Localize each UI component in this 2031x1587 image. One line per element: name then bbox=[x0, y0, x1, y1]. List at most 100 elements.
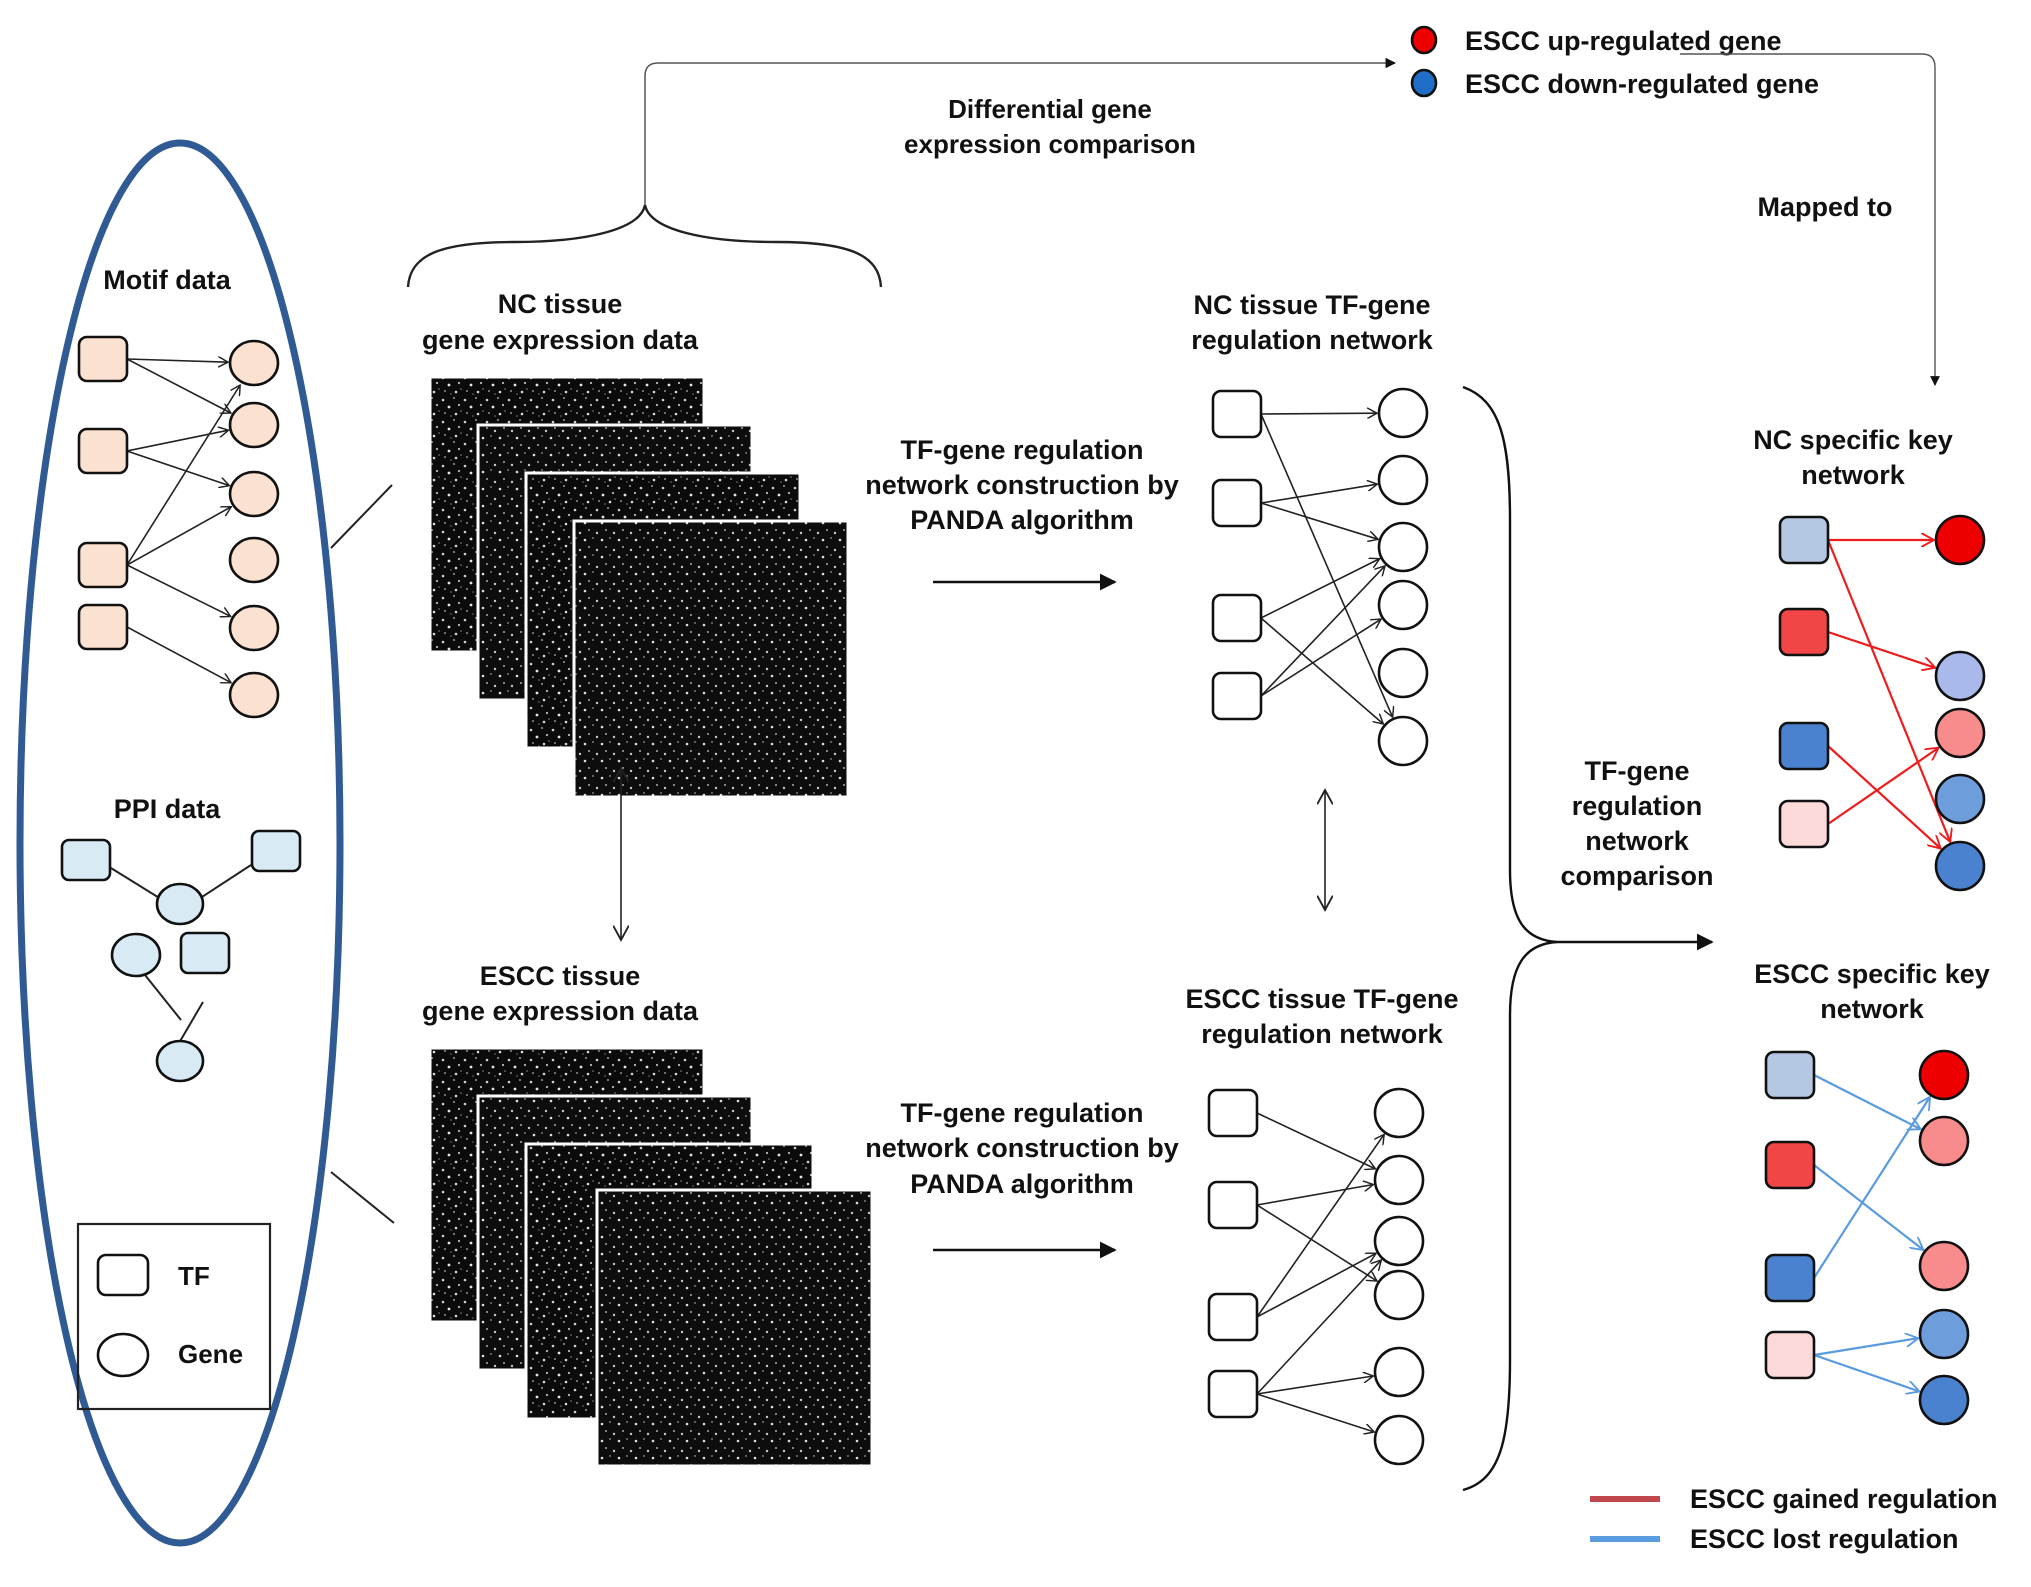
gene-node bbox=[1377, 387, 1429, 439]
node-legend-box bbox=[76, 1222, 272, 1411]
tf-node bbox=[1211, 478, 1263, 528]
gene-node bbox=[1934, 707, 1986, 759]
nc-key-title-line2: network bbox=[1801, 460, 1906, 490]
lost-regulation-edge bbox=[1813, 1164, 1923, 1250]
gene-node bbox=[1918, 1240, 1970, 1292]
escc-edge bbox=[1256, 1185, 1373, 1206]
motif-edge bbox=[126, 385, 240, 566]
tf-node bbox=[1778, 607, 1830, 657]
escc-key-title-line2: network bbox=[1820, 994, 1925, 1024]
gene-node bbox=[1918, 1049, 1970, 1101]
down-regulated-dot-icon bbox=[1410, 68, 1438, 98]
ppi-gene-node bbox=[110, 932, 162, 978]
gene-node bbox=[1373, 1087, 1425, 1139]
gene-node bbox=[1377, 647, 1429, 699]
escc-network-title-line2: regulation network bbox=[1201, 1019, 1444, 1049]
lost-regulation-label: ESCC lost regulation bbox=[1690, 1524, 1959, 1554]
ppi-data-label: PPI data bbox=[114, 794, 222, 824]
mapped-to-arrow bbox=[1680, 53, 1940, 386]
comparison-label-line4: comparison bbox=[1560, 861, 1713, 891]
motif-edge bbox=[126, 564, 231, 616]
nc-edge bbox=[1260, 619, 1381, 697]
motif-edge bbox=[126, 626, 231, 683]
gene-regulation-legend: ESCC up-regulated gene ESCC down-regulat… bbox=[1410, 25, 1819, 99]
nc-expression-brace bbox=[406, 204, 647, 288]
tf-node bbox=[1764, 1330, 1816, 1380]
nc-specific-key-network bbox=[1778, 514, 1986, 892]
tf-node bbox=[1764, 1140, 1816, 1190]
comparison-label-line1: TF-gene bbox=[1585, 756, 1690, 786]
ppi-gene-node bbox=[155, 882, 205, 926]
motif-edge bbox=[126, 507, 231, 566]
gene-node bbox=[228, 604, 280, 652]
motif-data-label: Motif data bbox=[103, 265, 231, 295]
tf-node bbox=[1764, 1050, 1816, 1100]
gene-node bbox=[1377, 579, 1429, 631]
lost-regulation-edge bbox=[1813, 1353, 1919, 1391]
gene-node bbox=[1918, 1374, 1970, 1426]
escc-edge bbox=[1256, 1393, 1374, 1432]
gained-regulation-edge bbox=[1827, 630, 1935, 668]
tf-node bbox=[1211, 671, 1263, 721]
gene-node bbox=[228, 339, 280, 387]
mapped-to-label: Mapped to bbox=[1758, 192, 1893, 222]
nc-network-title-line2: regulation network bbox=[1191, 325, 1434, 355]
tf-legend-label: TF bbox=[178, 1261, 210, 1291]
gene-node bbox=[1918, 1115, 1970, 1167]
escc-network-title-line1: ESCC tissue TF-gene bbox=[1185, 984, 1458, 1014]
ppi-tf-node bbox=[60, 838, 112, 882]
up-regulated-dot-icon bbox=[1410, 25, 1438, 55]
nc-edge bbox=[1260, 617, 1383, 724]
tf-node bbox=[1778, 515, 1830, 565]
motif-edge bbox=[126, 450, 229, 486]
gene-node bbox=[1373, 1414, 1425, 1466]
node-type-legend: TF Gene bbox=[76, 1222, 272, 1411]
gene-legend-label: Gene bbox=[178, 1339, 243, 1369]
gene-node bbox=[228, 536, 280, 584]
escc-edge bbox=[1256, 1260, 1381, 1395]
motif-edge bbox=[126, 359, 228, 362]
nc-edge bbox=[1260, 484, 1377, 504]
tf-node bbox=[1207, 1369, 1259, 1419]
nc-edge bbox=[1260, 566, 1385, 697]
gene-node bbox=[228, 671, 280, 719]
ppi-edge bbox=[178, 1001, 204, 1044]
escc-specific-key-network bbox=[1764, 1049, 1970, 1426]
microarray-image bbox=[572, 519, 850, 799]
up-regulated-label: ESCC up-regulated gene bbox=[1465, 26, 1782, 56]
panda-bottom-line3: PANDA algorithm bbox=[910, 1169, 1134, 1199]
ppi-gene-node bbox=[155, 1039, 205, 1083]
differential-expression-flow: Differential gene expression comparison bbox=[406, 57, 1397, 288]
gene-node bbox=[1377, 454, 1429, 506]
gene-node bbox=[1934, 650, 1986, 702]
differential-label-line2: expression comparison bbox=[904, 129, 1196, 159]
panda-bottom-line2: network construction by bbox=[865, 1133, 1179, 1163]
gained-regulation-edge bbox=[1827, 748, 1939, 825]
panda-top-line2: network construction by bbox=[865, 470, 1179, 500]
nc-edge bbox=[1260, 413, 1377, 414]
gained-regulation-edge bbox=[1827, 745, 1941, 849]
lost-regulation-edge bbox=[1813, 1338, 1918, 1357]
escc-key-title-line1: ESCC specific key bbox=[1754, 959, 1990, 989]
escc-edge bbox=[1256, 1376, 1373, 1395]
input-data-ellipse bbox=[16, 139, 344, 1547]
gene-node bbox=[1373, 1269, 1425, 1321]
tf-node bbox=[1778, 721, 1830, 771]
down-regulated-label: ESCC down-regulated gene bbox=[1465, 69, 1819, 99]
nc-edge bbox=[1260, 413, 1393, 717]
tf-node bbox=[1778, 799, 1830, 849]
nc-microarray-stack bbox=[428, 375, 850, 799]
gene-node bbox=[1373, 1215, 1425, 1267]
network-comparison-flow: TF-gene regulation network comparison bbox=[1462, 385, 1714, 1492]
comparison-brace-top bbox=[1462, 385, 1558, 944]
gene-node bbox=[1934, 514, 1986, 566]
nc-network-title-line1: NC tissue TF-gene bbox=[1193, 290, 1430, 320]
escc-expression-title-line2: gene expression data bbox=[422, 996, 699, 1026]
motif-edge bbox=[126, 430, 229, 452]
gained-regulation-label: ESCC gained regulation bbox=[1690, 1484, 1998, 1514]
ppi-network bbox=[60, 829, 302, 1083]
ppi-tf-node bbox=[179, 931, 231, 975]
escc-tf-gene-network bbox=[1207, 1087, 1425, 1466]
motif-network bbox=[77, 335, 280, 719]
nc-edge bbox=[1260, 502, 1378, 539]
